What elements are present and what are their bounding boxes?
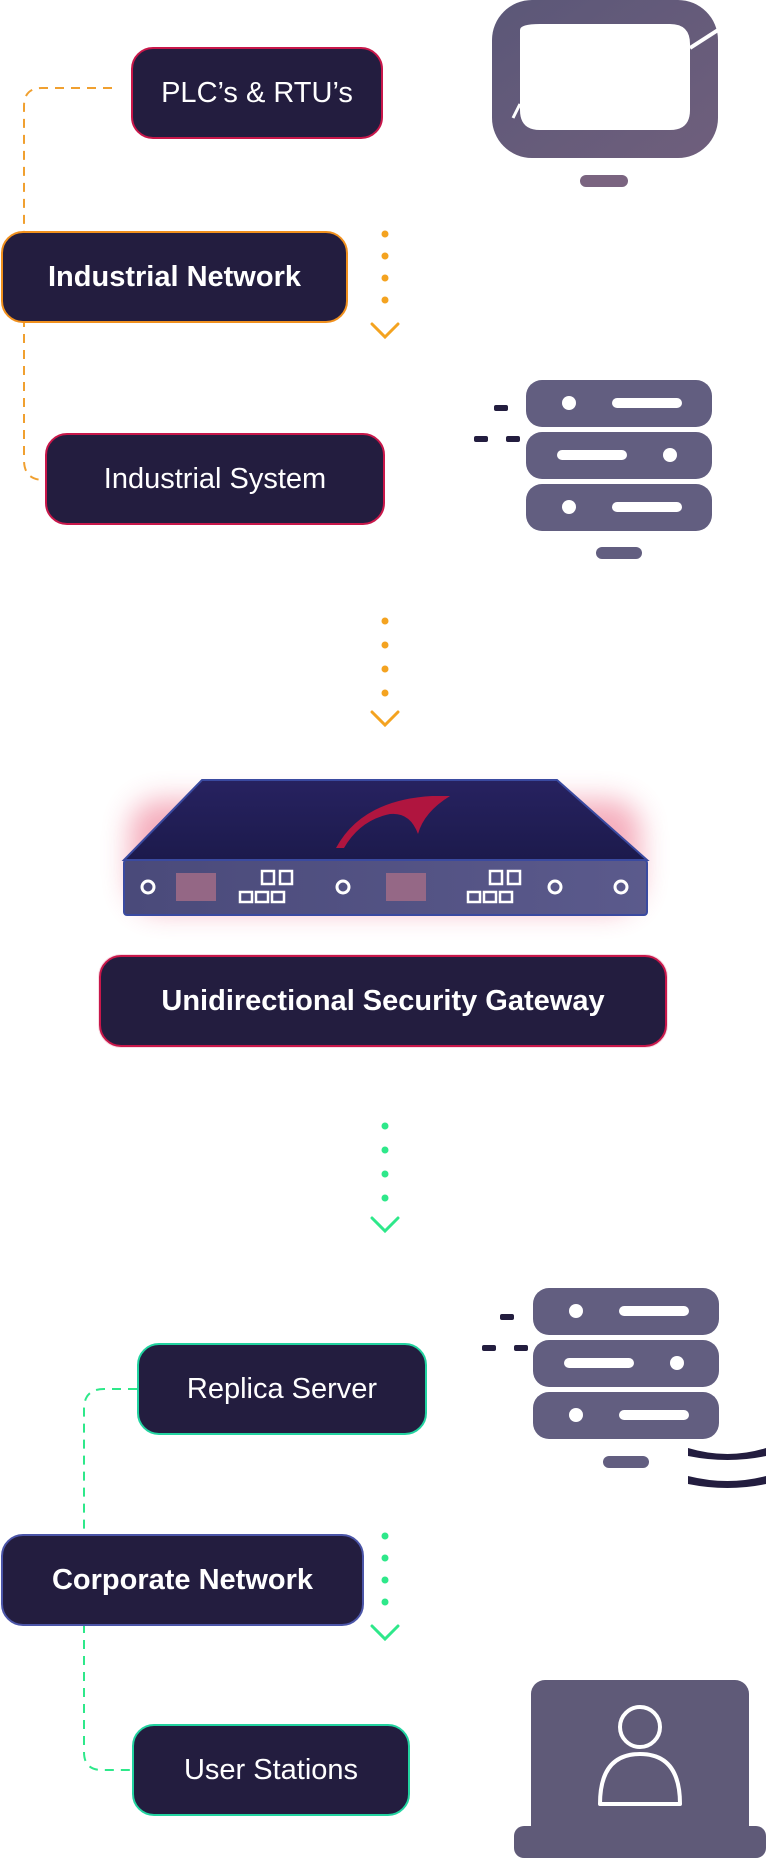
flow-arrow-down-3 bbox=[370, 1122, 400, 1234]
industrial-network-node: Industrial Network bbox=[1, 231, 348, 323]
security-gateway-icon bbox=[121, 779, 650, 916]
plc-rtu-node: PLC’s & RTU’s bbox=[131, 47, 383, 139]
laptop-user-icon bbox=[514, 1680, 766, 1858]
industrial-connector-lines bbox=[23, 87, 112, 481]
user-stations-node: User Stations bbox=[132, 1724, 410, 1816]
server-rack-icon bbox=[474, 380, 712, 559]
security-gateway-node: Unidirectional Security Gateway bbox=[99, 955, 667, 1047]
corporate-connector-lines bbox=[83, 1388, 137, 1771]
flow-arrow-down-1 bbox=[370, 230, 400, 340]
replica-server-rack-icon bbox=[482, 1288, 766, 1488]
corporate-network-node: Corporate Network bbox=[1, 1534, 364, 1626]
industrial-system-node: Industrial System bbox=[45, 433, 385, 525]
flow-arrow-down-4 bbox=[370, 1532, 400, 1642]
flow-arrow-down-2 bbox=[370, 617, 400, 728]
monitor-icon bbox=[492, 0, 720, 187]
replica-server-node: Replica Server bbox=[137, 1343, 427, 1435]
